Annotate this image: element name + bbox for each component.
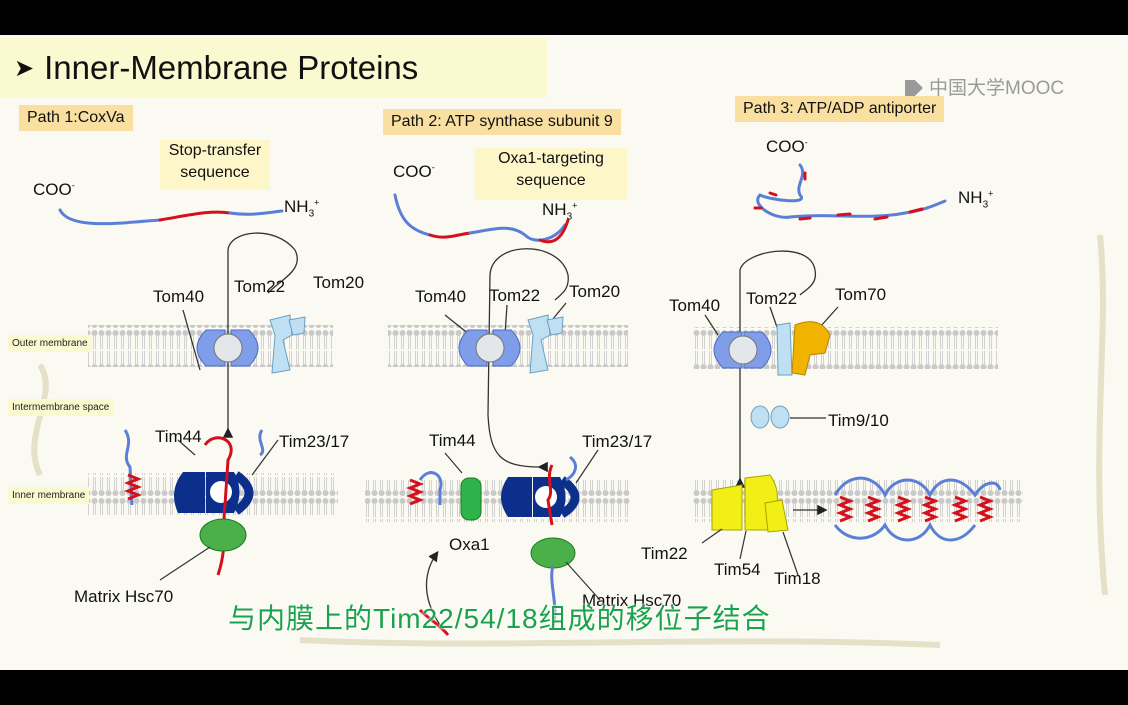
path3-tom40-label: Tom40 — [669, 296, 721, 315]
path2-cooh-label: COO- — [393, 162, 435, 181]
path1-tom22-label: Tom22 — [234, 277, 286, 296]
path1-tom-complex — [196, 314, 306, 374]
path2-tom-complex — [458, 314, 564, 374]
path1-note-line1: Stop-transfer — [168, 142, 262, 159]
path3-cooh-text: COO — [766, 137, 805, 156]
path2-nh3-text: NH — [542, 200, 567, 219]
path2-precursor-chain — [393, 193, 570, 244]
path3-inserted-carrier — [833, 476, 1002, 542]
diagram-graphics — [31, 163, 1108, 648]
path2-tim-complex — [405, 449, 601, 636]
path2-note-line2: sequence — [516, 172, 586, 189]
path3-tim54-label: Tim54 — [714, 560, 761, 579]
path1-matrix-hsc70-label: Matrix Hsc70 — [74, 587, 174, 606]
path1-heading: Path 1:CoxVa — [19, 105, 133, 131]
slide-title-text: Inner-Membrane Proteins — [44, 49, 419, 86]
video-subtitle: 与内膜上的Tim22/54/18组成的移位子结合 — [228, 603, 771, 634]
path1-import-route — [182, 232, 298, 438]
slide-title: ➤ Inner-Membrane Proteins — [14, 49, 418, 87]
path3-tim9-10-label: Tim9/10 — [828, 411, 889, 430]
path3-nh3-label: NH3+ — [958, 188, 994, 211]
outer-membrane-label: Outer membrane — [8, 335, 92, 352]
path2-tom20-label: Tom20 — [569, 282, 621, 301]
path1-cooh-text: COO — [33, 180, 72, 199]
path1-note: Stop-transfer sequence — [160, 140, 270, 190]
path2-tom22-label: Tom22 — [489, 286, 541, 305]
path1-nh3-text: NH — [284, 197, 309, 216]
path3-cooh-label: COO- — [766, 137, 808, 156]
path1-tom40-label: Tom40 — [153, 287, 205, 306]
path3-precursor-chain — [753, 163, 947, 221]
path1-tim23-17-label: Tim23/17 — [279, 432, 350, 451]
path2-tim44-label: Tim44 — [429, 431, 476, 450]
bullet-arrow-icon: ➤ — [14, 55, 35, 82]
path3-nh3-text: NH — [958, 188, 983, 207]
path3-tim22-complex — [701, 474, 799, 576]
path3-tom70-label: Tom70 — [835, 285, 887, 304]
title-bar: ➤ Inner-Membrane Proteins — [0, 38, 547, 98]
path2-note-line1: Oxa1-targeting — [498, 150, 604, 167]
path1-cooh-label: COO- — [33, 180, 75, 199]
path3-heading: Path 3: ATP/ADP antiporter — [735, 96, 945, 122]
mooc-logo-text: 中国大学MOOC — [929, 78, 1065, 99]
path1-tim44-label: Tim44 — [155, 427, 202, 446]
path3-tim18-label: Tim18 — [774, 569, 821, 588]
path2-tom40-label: Tom40 — [415, 287, 467, 306]
path2-matrix-hsc70-label: Matrix Hsc70 — [582, 591, 682, 610]
path2-cooh-text: COO — [393, 162, 432, 181]
path1-note-line2: sequence — [180, 164, 250, 181]
mooc-logo: 中国大学MOOC — [905, 73, 1064, 100]
path3-tim22-label: Tim22 — [641, 544, 688, 563]
intermembrane-space-label: Intermembrane space — [8, 399, 114, 416]
path2-import-route — [425, 248, 569, 626]
path2-note: Oxa1-targeting sequence — [475, 148, 627, 200]
path3-tom-complex — [713, 321, 831, 376]
inner-membrane-label: Inner membrane — [8, 487, 90, 504]
path1-tom20-label: Tom20 — [313, 273, 365, 292]
path2-tim23-17-label: Tim23/17 — [582, 432, 653, 451]
path2-heading: Path 2: ATP synthase subunit 9 — [383, 109, 621, 135]
path1-nh3-label: NH3+ — [284, 197, 320, 220]
path1-precursor-chain — [58, 208, 284, 226]
path2-nh3-label: NH3+ — [542, 200, 578, 223]
path3-tom22-label: Tom22 — [746, 289, 798, 308]
slide: ➤ Inner-Membrane Proteins 中国大学MOOC Outer … — [0, 35, 1128, 670]
mooc-logo-icon — [905, 80, 923, 96]
path1-tim-complex — [123, 429, 279, 581]
path2-oxa1-label: Oxa1 — [449, 535, 490, 554]
background-decoration — [31, 234, 1108, 648]
path3-tim9-10 — [750, 405, 790, 429]
